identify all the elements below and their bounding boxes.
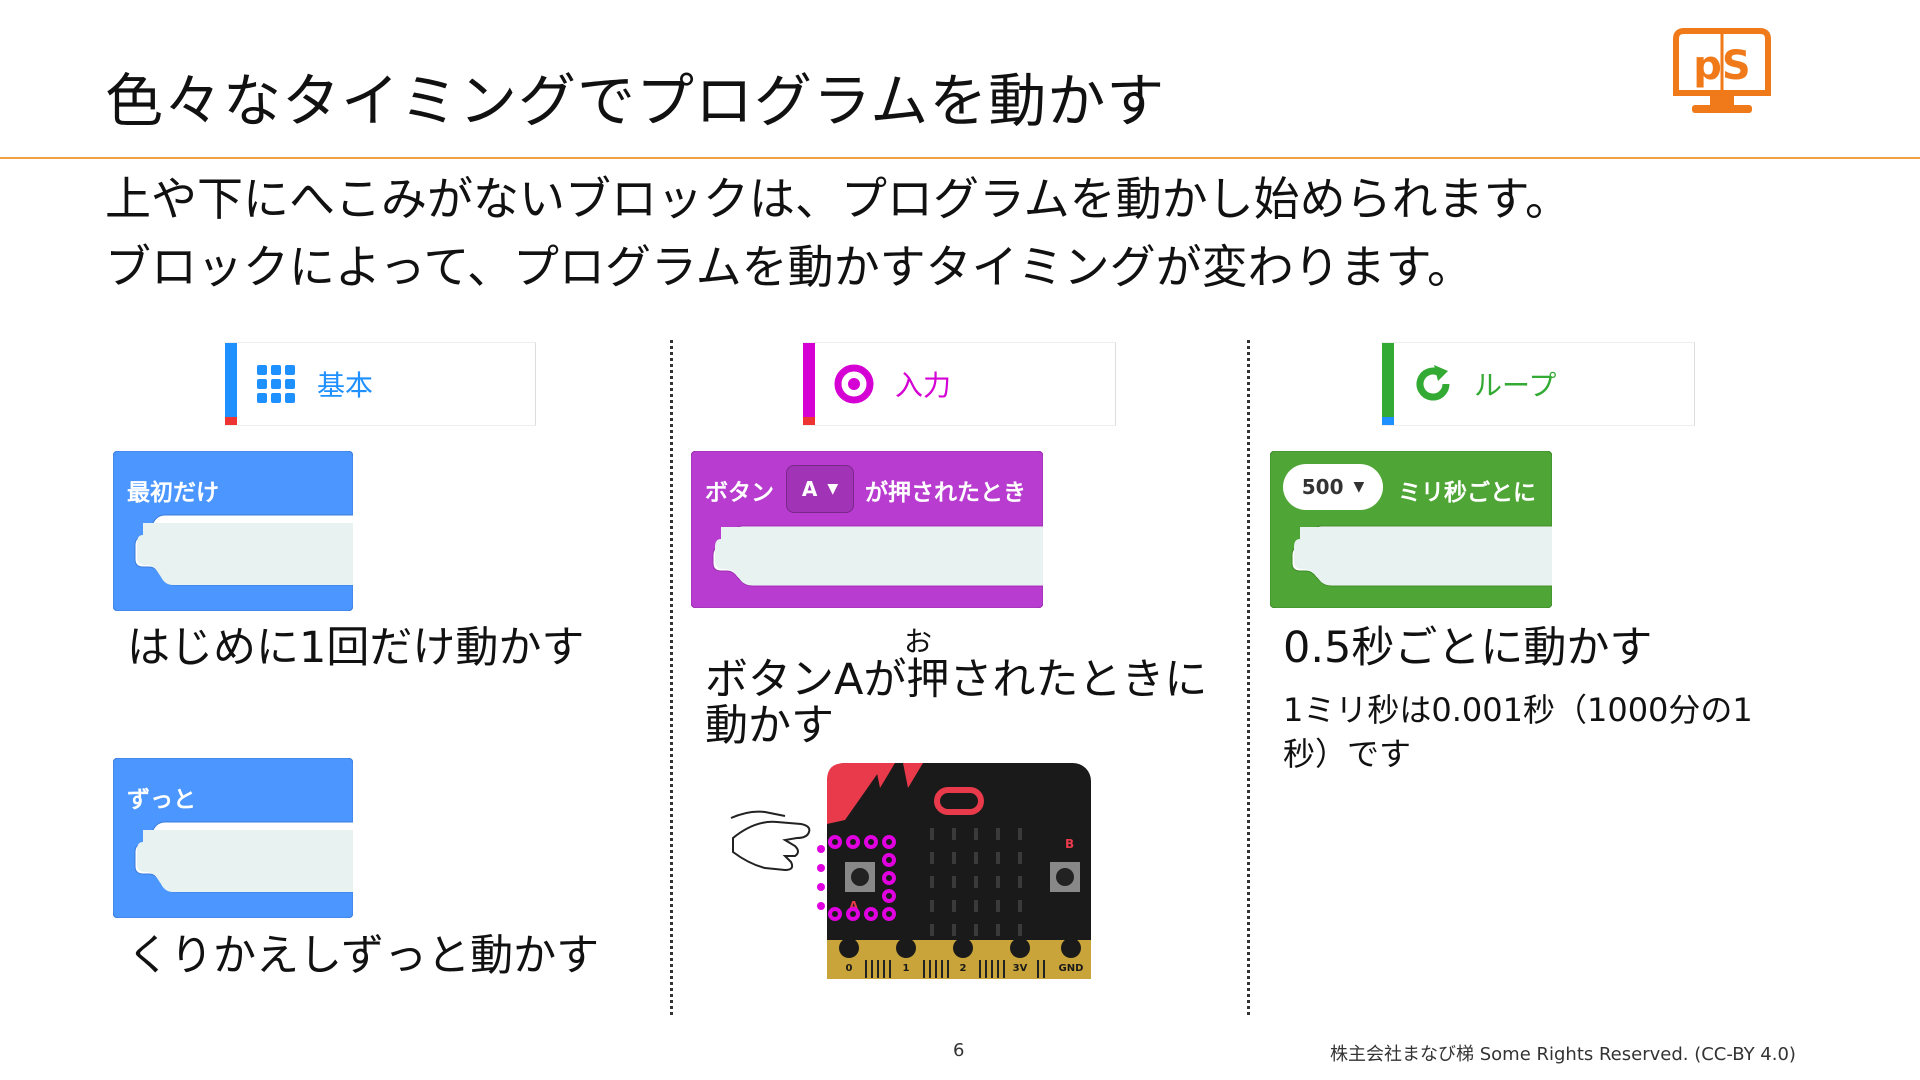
on-start-block[interactable]: 最初だけ (113, 451, 353, 611)
on-start-description: はじめに1回だけ動かす (127, 623, 585, 673)
millisecond-note-line1: 1ミリ秒は0.001秒（1000分の1 (1283, 691, 1753, 729)
radio-target-icon (833, 363, 875, 405)
column-divider (670, 340, 673, 1015)
block-label: 最初だけ (127, 480, 219, 506)
caret-down-icon: ▼ (1353, 479, 1365, 495)
grid-icon (255, 363, 297, 405)
pin-label: 3V (1013, 963, 1028, 974)
block-label: ずっと (127, 787, 196, 813)
category-label: ループ (1474, 369, 1557, 402)
page-title: 色々なタイミングでプログラムを動かす (105, 67, 1166, 135)
brand-logo: pS (1670, 25, 1774, 120)
ruby-reading: お (904, 625, 933, 658)
category-tab-basic[interactable]: 基本 (225, 342, 536, 426)
interval-dropdown[interactable]: 500 ▼ (1283, 464, 1383, 510)
category-tab-input[interactable]: 入力 (803, 342, 1116, 426)
lead-text-line2: ブロックによって、プログラムを動かすタイミングが変わります。 (105, 240, 1474, 294)
forever-description: くりかえしずっと動かす (127, 931, 600, 981)
pin-label: 2 (960, 963, 967, 974)
on-button-description-line1: ボタンAが押されたときに (705, 655, 1208, 705)
category-color-bar (1382, 343, 1394, 425)
refresh-icon (1412, 363, 1454, 405)
caret-down-icon: ▼ (827, 481, 839, 497)
svg-text:pS: pS (1693, 43, 1750, 89)
column-divider (1247, 340, 1250, 1015)
button-a-label: A (849, 899, 859, 913)
on-button-pressed-block[interactable]: ボタン A ▼ が押されたとき (690, 450, 1044, 609)
copyright-notice: 株主会社まなび梯 Some Rights Reserved. (CC-BY 4.… (1330, 1044, 1796, 1065)
button-b-label: B (1065, 837, 1074, 851)
microbit-illustration: A B 0 1 2 3V GND (725, 760, 1095, 982)
lead-text-line1: 上や下にへこみがないブロックは、プログラムを動かし始められます。 (105, 172, 1572, 226)
interval-value: 500 (1301, 475, 1344, 499)
category-tab-loop[interactable]: ループ (1382, 342, 1695, 426)
dropdown-value: A (801, 477, 818, 501)
category-color-bar (225, 343, 237, 425)
category-color-bar (803, 343, 815, 425)
pointing-hand-icon (730, 810, 811, 872)
pin-label: 1 (903, 963, 910, 974)
category-label: 基本 (317, 369, 374, 402)
every-interval-description: 0.5秒ごとに動かす (1283, 623, 1653, 673)
pin-label: 0 (846, 963, 853, 974)
page-number: 6 (953, 1040, 965, 1061)
block-label-suffix: が押されたとき (865, 480, 1026, 506)
category-label: 入力 (895, 369, 952, 402)
every-interval-block[interactable]: 500 ▼ ミリ秒ごとに (1269, 450, 1553, 609)
forever-block[interactable]: ずっと (113, 758, 353, 918)
pin-label: GND (1059, 963, 1084, 974)
on-button-description-line2: 動かす (705, 701, 834, 751)
block-label-prefix: ボタン (705, 480, 774, 506)
block-label-suffix: ミリ秒ごとに (1398, 480, 1536, 506)
title-divider (0, 157, 1920, 159)
button-dropdown[interactable]: A ▼ (786, 465, 854, 513)
millisecond-note-line2: 秒）です (1283, 735, 1412, 773)
